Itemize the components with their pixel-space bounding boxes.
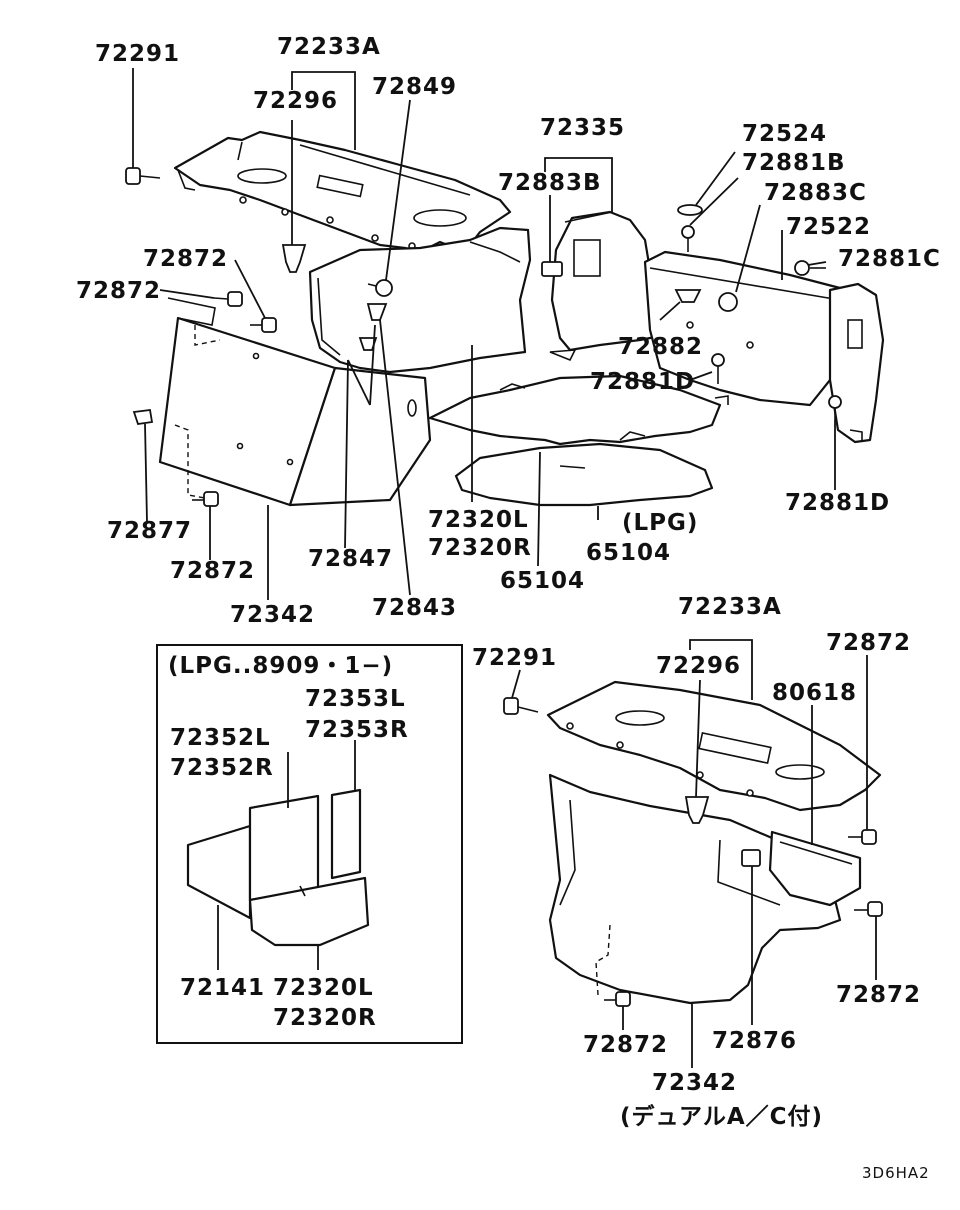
label-72233A-top: 72233A (277, 34, 381, 60)
label-72881B: 72881B (742, 150, 846, 176)
label-72320L-box: 72320L (273, 975, 374, 1001)
trunk-end-trim-right (828, 282, 885, 444)
label-72320L-top: 72320L (428, 507, 529, 533)
clip-72296-bottom (684, 796, 710, 824)
label-72872-b: 72872 (76, 278, 161, 304)
label-72881D-b: 72881D (785, 490, 890, 516)
label-72296-top: 72296 (253, 88, 338, 114)
label-72883B: 72883B (498, 170, 602, 196)
clip-72876 (741, 849, 761, 867)
label-lpg-box-title: (LPG..8909・1−) (168, 653, 393, 679)
rear-shelf-panel-upper (173, 130, 512, 254)
screw-72291-top (125, 167, 161, 185)
screw-72872-left-a (213, 291, 243, 307)
label-72291-bottom: 72291 (472, 645, 557, 671)
label-72872-c: 72872 (170, 558, 255, 584)
screw-72872-right-c (604, 991, 631, 1007)
duct-80618 (768, 830, 862, 907)
label-72320R-box: 72320R (273, 1005, 377, 1031)
label-65104-b: 65104 (500, 568, 585, 594)
label-72522: 72522 (786, 214, 871, 240)
label-72342-bottom: 72342 (652, 1070, 737, 1096)
label-72353L: 72353L (305, 686, 406, 712)
label-72342-top: 72342 (230, 602, 315, 628)
label-72353R: 72353R (305, 717, 409, 743)
label-72524: 72524 (742, 121, 827, 147)
clip-72877 (132, 408, 154, 425)
lpg-trim-72141 (186, 824, 252, 920)
screw-72872-right-b (854, 901, 883, 917)
label-72872-d: 72872 (826, 630, 911, 656)
rear-shelf-panel-lower (546, 680, 882, 812)
screw-72881D-b (828, 395, 842, 420)
label-72847: 72847 (308, 546, 393, 572)
trunk-front-trim-72342-ac (548, 773, 842, 1005)
trunk-floor-mat-65104 (428, 374, 722, 507)
label-72291-top: 72291 (95, 41, 180, 67)
label-72872-a: 72872 (143, 246, 228, 272)
screw-72872-right-a (848, 829, 877, 845)
clip-72847 (358, 337, 378, 351)
label-72352L: 72352L (170, 725, 271, 751)
label-72843: 72843 (372, 595, 457, 621)
label-80618: 80618 (772, 680, 857, 706)
screw-72872-left-c (192, 491, 219, 507)
screw-72291-bottom (503, 697, 539, 715)
label-lpg: (LPG) (622, 510, 698, 536)
screw-72881D-a (711, 353, 725, 384)
label-72849: 72849 (372, 74, 457, 100)
label-72882: 72882 (618, 334, 703, 360)
clip-72296-top (281, 244, 307, 273)
screw-72872-left-b (250, 317, 277, 333)
label-72877: 72877 (107, 518, 192, 544)
part-labels: 72291 72233A 72296 72849 72335 72524 728… (76, 34, 941, 1182)
grommet-72849 (367, 279, 393, 297)
label-72872-f: 72872 (583, 1032, 668, 1058)
leader-lines (132, 68, 877, 1068)
label-72296-bottom: 72296 (656, 653, 741, 679)
label-72141: 72141 (180, 975, 265, 1001)
label-65104-a: 65104 (586, 540, 671, 566)
label-dual-ac: (デュアルA／C付) (620, 1103, 823, 1130)
label-72320R-top: 72320R (428, 535, 532, 561)
label-72233A-bottom: 72233A (678, 594, 782, 620)
lpg-variant-box (156, 644, 463, 1044)
label-72876: 72876 (712, 1028, 797, 1054)
label-72881D-a: 72881D (590, 369, 695, 395)
clip-72524 (677, 204, 703, 216)
clip-72883C (718, 292, 738, 312)
clip-72883B (541, 261, 563, 277)
label-72352R: 72352R (170, 755, 274, 781)
label-72883C: 72883C (764, 180, 867, 206)
lpg-trim-72352 (248, 794, 320, 902)
screw-72881C (794, 260, 826, 276)
clip-72882 (674, 289, 702, 303)
label-72335: 72335 (540, 115, 625, 141)
lpg-trim-72353 (330, 788, 362, 880)
lpg-trim-72320 (248, 876, 370, 947)
label-72872-e: 72872 (836, 982, 921, 1008)
screw-72881B (681, 225, 695, 252)
trunk-side-trim-72320 (308, 226, 532, 374)
diagram-code: 3D6HA2 (862, 1164, 930, 1182)
label-72881C: 72881C (838, 246, 941, 272)
trunk-front-trim-72342 (158, 297, 432, 507)
